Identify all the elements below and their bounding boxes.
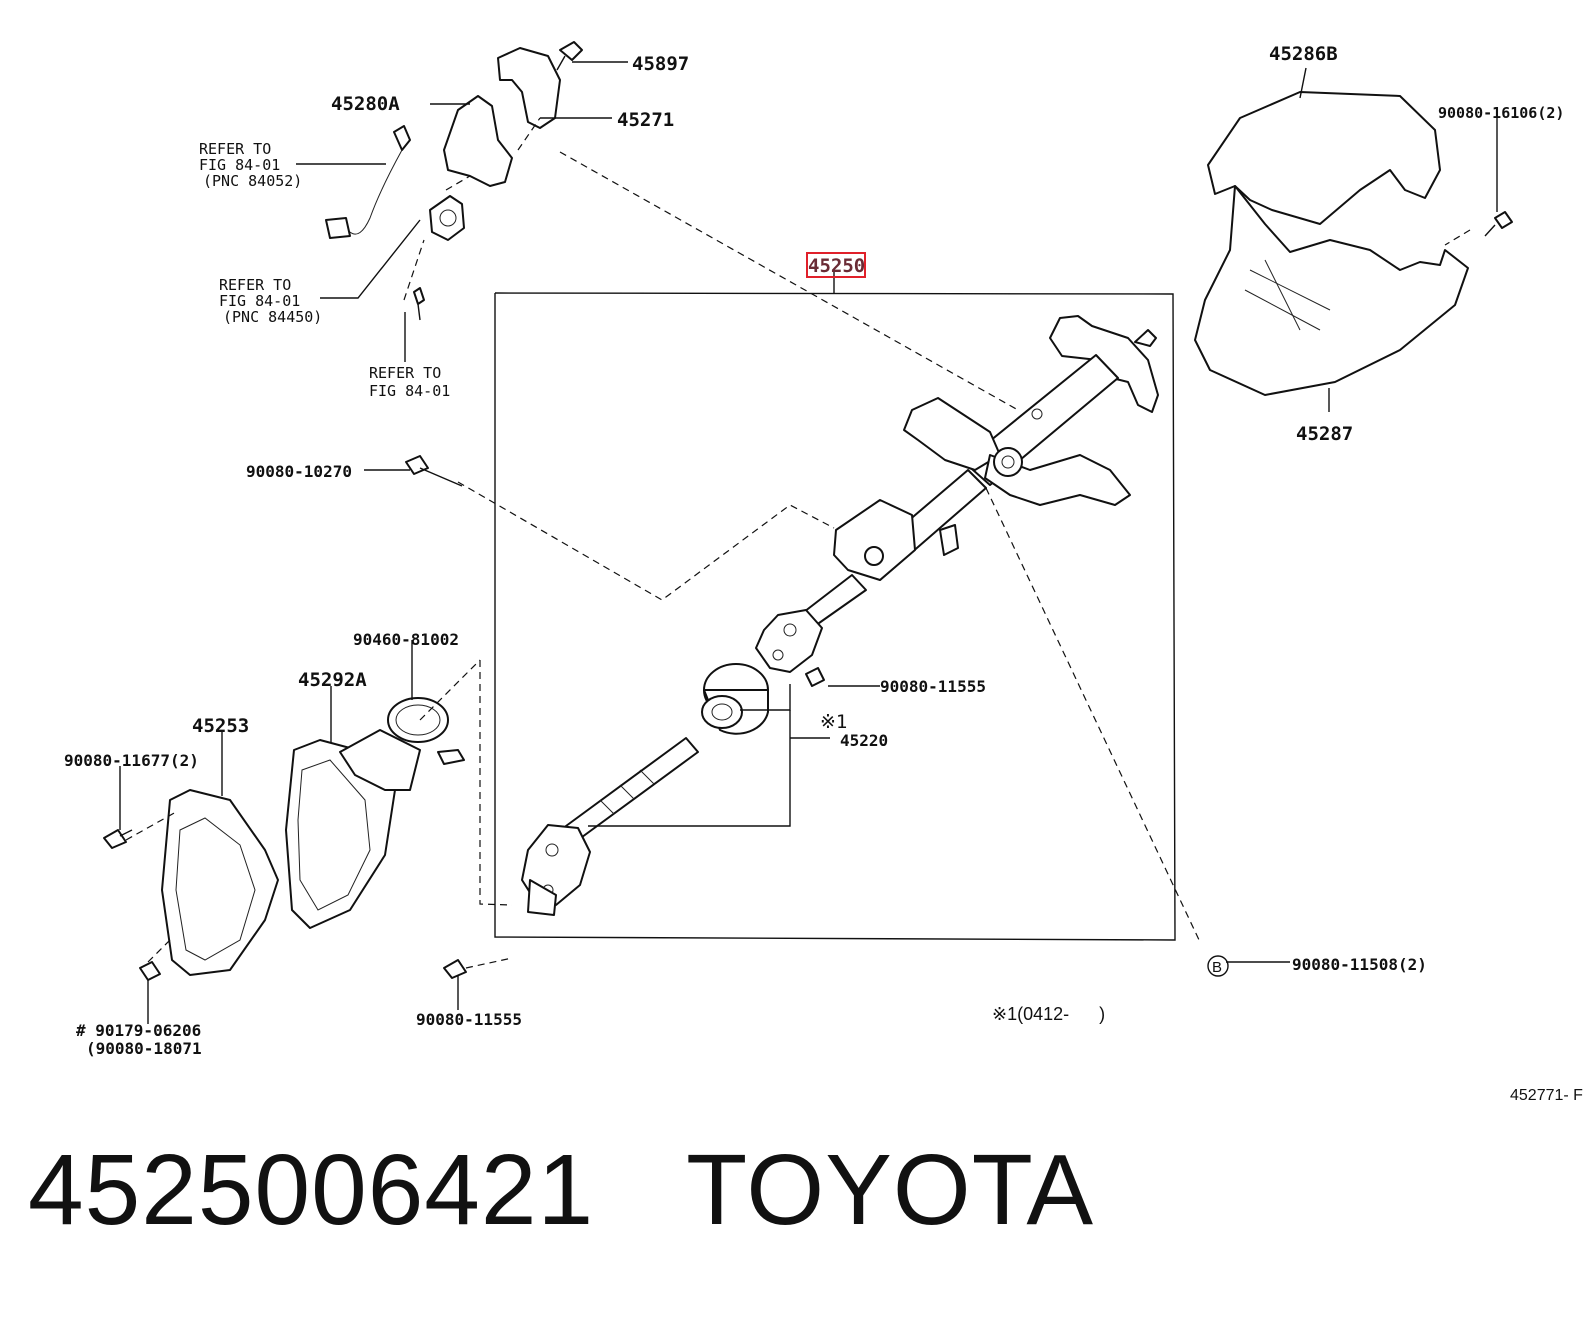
label-90080-10270: 90080-10270	[246, 462, 352, 481]
ref2-line2: FIG 84-01	[219, 292, 300, 310]
ref1-line3: (PNC 84052)	[203, 172, 302, 190]
label-45280A: 45280A	[331, 93, 400, 115]
label-45253: 45253	[192, 715, 249, 737]
label-90179-06206: # 90179-06206	[76, 1021, 201, 1040]
caption-brand: TOYOTA	[686, 1134, 1095, 1246]
figure-code: 452771- F	[1510, 1087, 1583, 1104]
note-range: ※1(0412- )	[992, 1004, 1105, 1024]
ref2-line3: (PNC 84450)	[223, 308, 322, 326]
label-90080-11508: 90080-11508(2)	[1292, 955, 1427, 974]
label-45271: 45271	[617, 109, 674, 131]
label-45287: 45287	[1296, 423, 1353, 445]
label-90080-11555-upper: 90080-11555	[880, 677, 986, 696]
key-cylinder-parts	[325, 41, 583, 321]
label-45250: 45250	[808, 255, 865, 277]
highlight-box	[806, 252, 866, 278]
label-90460-81002: 90460-81002	[353, 630, 459, 649]
label-45220-mark: ※1	[820, 711, 847, 733]
label-45286B: 45286B	[1269, 43, 1338, 65]
column-covers	[1194, 91, 1513, 396]
label-45220: 45220	[840, 731, 888, 750]
ref2-line1: REFER TO	[219, 276, 291, 294]
caption-part-number: 4525006421	[28, 1134, 595, 1246]
label-90080-11555-lower: 90080-11555	[416, 1010, 522, 1029]
label-90080-18071: (90080-18071	[86, 1039, 202, 1058]
label-90080-16106: 90080-16106(2)	[1438, 104, 1564, 122]
marker-b: B	[1207, 955, 1229, 977]
label-45897: 45897	[632, 53, 689, 75]
ref3-line1: REFER TO	[369, 364, 441, 382]
ref1-line1: REFER TO	[199, 140, 271, 158]
column-hole-covers	[103, 455, 825, 981]
ref3-line2: FIG 84-01	[369, 382, 450, 400]
label-45292A: 45292A	[298, 669, 367, 691]
leader-lines	[119, 61, 1498, 1024]
label-90080-11677: 90080-11677(2)	[64, 751, 199, 770]
column-assembly-frame	[494, 272, 1176, 941]
steering-column-drawing	[521, 315, 1159, 916]
marker-b-letter: B	[1212, 959, 1222, 976]
ref1-line2: FIG 84-01	[199, 156, 280, 174]
